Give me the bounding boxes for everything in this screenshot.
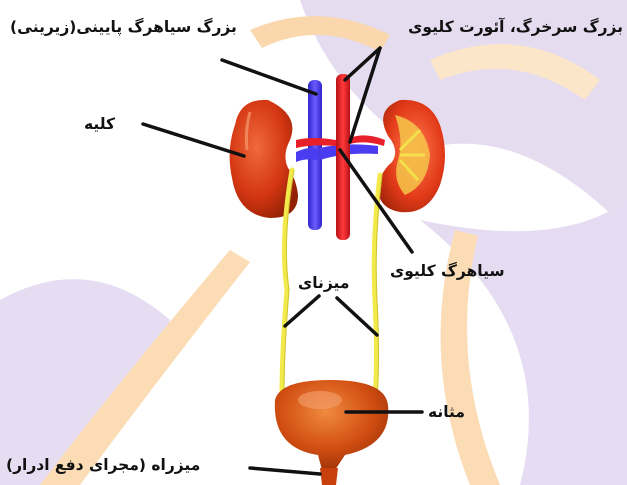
label-inferior-vena-cava: بزرگ سیاهرگ پایینی(زیرینی) (10, 18, 237, 36)
label-aorta-renal-artery: بزرگ سرخرگ، آئورت کلیوی (408, 18, 623, 36)
label-bladder: مثانه (428, 403, 465, 421)
label-urethra: میزراه (مجرای دفع ادرار) (6, 456, 200, 474)
urethra (320, 468, 338, 485)
label-kidney: کلیه (84, 115, 115, 133)
bladder (275, 380, 388, 470)
label-renal-vein: سیاهرگ کلیوی (390, 262, 505, 280)
label-ureters: میزنای (298, 274, 349, 292)
right-kidney (378, 100, 445, 212)
